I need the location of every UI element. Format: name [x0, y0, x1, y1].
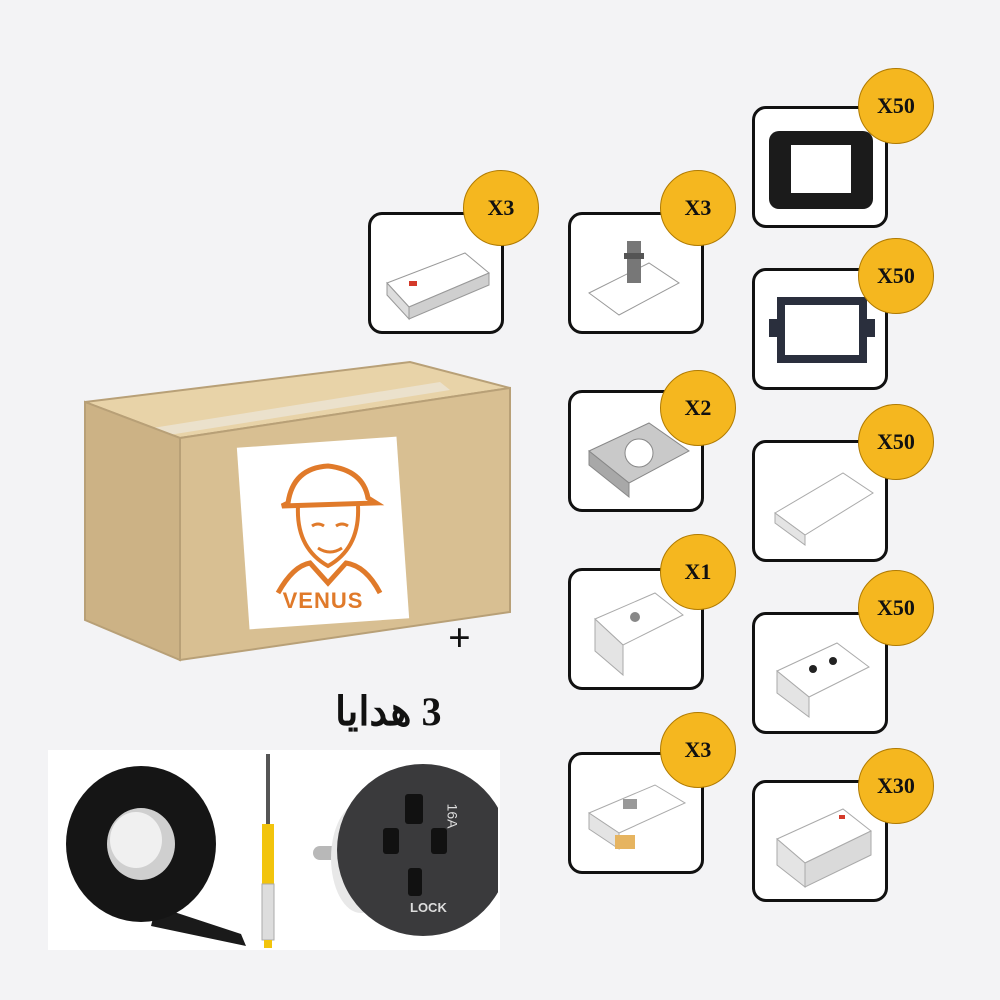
qty-badge-blank-module: X50 — [858, 404, 934, 480]
product-card-universal-socket-plate — [568, 390, 704, 512]
product-card-frame-black — [752, 106, 888, 228]
plus-sign: + — [448, 615, 471, 660]
tv-socket-icon — [588, 241, 680, 316]
cardboard-box: VENUS — [80, 360, 520, 680]
product-card-switch-module-light — [752, 780, 888, 902]
blank-module-icon — [774, 472, 874, 546]
qty-badge-frame-black: X50 — [858, 68, 934, 144]
qty-badge-switch-module-light: X30 — [858, 748, 934, 824]
switch-module-light-icon — [776, 808, 872, 889]
qty-badge-universal-socket-plate: X2 — [660, 370, 736, 446]
adapter-lock-label: LOCK — [410, 900, 447, 915]
qty-badge-socket-module: X50 — [858, 570, 934, 646]
voltage-tester-icon — [261, 754, 275, 948]
qty-badge-bell-switch: X1 — [660, 534, 736, 610]
travel-adapter-icon — [313, 764, 498, 936]
qty-badge-tv-socket: X3 — [660, 170, 736, 246]
product-card-socket-module — [752, 612, 888, 734]
product-card-data-socket — [568, 752, 704, 874]
qty-badge-data-socket: X3 — [660, 712, 736, 788]
venus-logo: VENUS — [248, 448, 398, 620]
qty-badge-switch-indicator: X3 — [463, 170, 539, 246]
insulating-tape-icon — [66, 766, 246, 946]
socket-module-icon — [776, 642, 870, 718]
data-socket-icon — [587, 784, 687, 850]
gift-panel: 16A LOCK — [48, 750, 500, 950]
adapter-rating: 16A — [444, 803, 461, 829]
mounting-bracket-icon — [769, 297, 875, 363]
switch-indicator-icon — [386, 252, 490, 321]
worker-logo-icon — [275, 463, 385, 595]
universal-socket-plate-icon — [588, 422, 690, 499]
black-frame-icon — [769, 131, 873, 209]
gifts-caption: 3 هدايا — [335, 689, 442, 734]
bell-switch-icon — [594, 592, 684, 677]
brand-label: VENUS — [282, 588, 364, 613]
qty-badge-mounting-bracket: X50 — [858, 238, 934, 314]
